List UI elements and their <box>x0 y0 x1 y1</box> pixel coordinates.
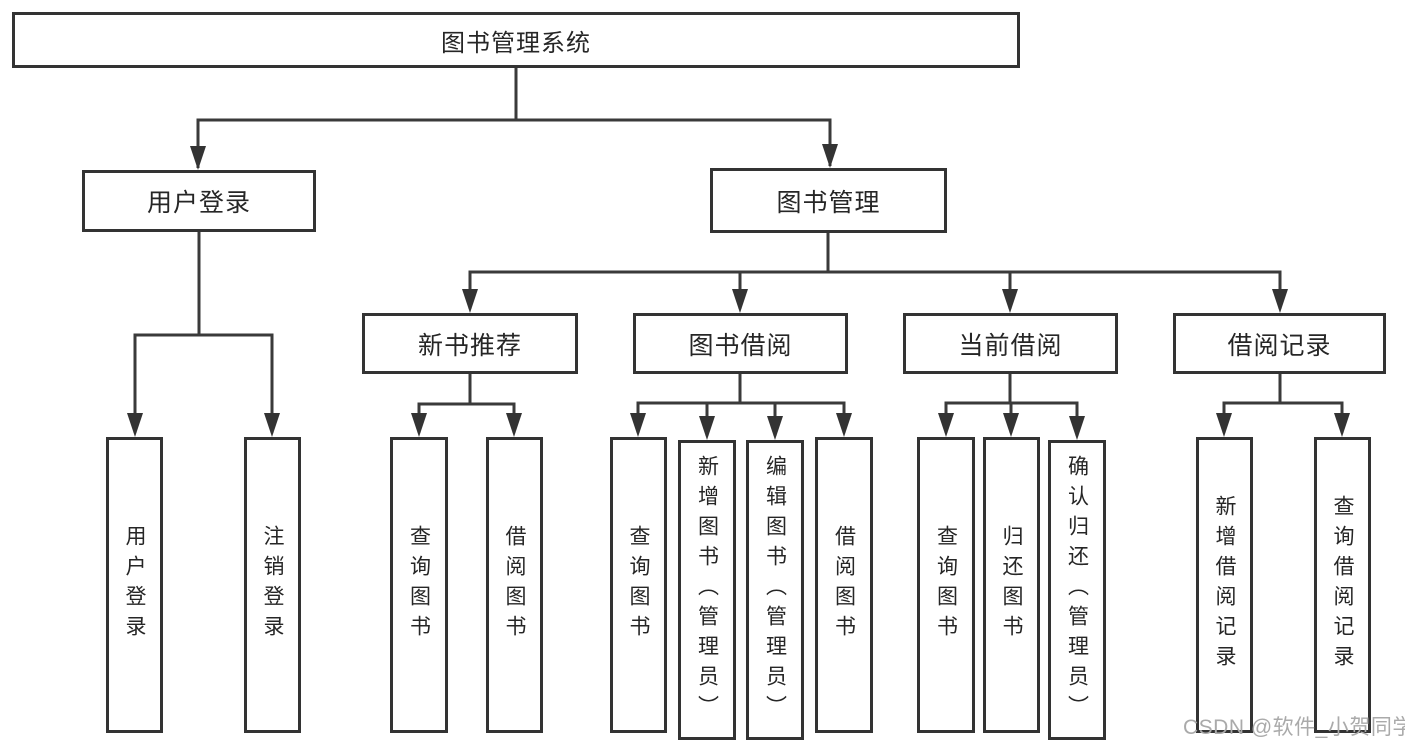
leaf-logout: 注销登录 <box>244 437 301 733</box>
node-book-borrowing: 图书借阅 <box>633 313 848 374</box>
arrow-down-icon <box>190 146 206 170</box>
arrow-down-icon <box>1216 413 1232 437</box>
node-borrowing-records: 借阅记录 <box>1173 313 1386 374</box>
leaf-search-borrow-record: 查询借阅记录 <box>1314 437 1371 733</box>
node-current-borrowing: 当前借阅 <box>903 313 1118 374</box>
leaf-recommend-borrow-books: 借阅图书 <box>486 437 543 733</box>
arrow-down-icon <box>732 289 748 313</box>
leaf-label: 编辑图书（管理员） <box>763 455 787 725</box>
leaf-add-borrow-record: 新增借阅记录 <box>1196 437 1253 733</box>
tree-connector-paths <box>133 66 1344 436</box>
arrow-down-icon <box>938 413 954 437</box>
node-new-book-recommend: 新书推荐 <box>362 313 578 374</box>
leaf-user-login: 用户登录 <box>106 437 163 733</box>
node-label: 图书借阅 <box>688 331 793 360</box>
arrow-down-icon <box>836 413 852 437</box>
arrow-down-icon <box>264 413 280 437</box>
leaf-label: 新增借阅记录 <box>1213 495 1236 675</box>
arrow-down-icon <box>127 413 143 437</box>
arrowhead-icons <box>127 144 1350 440</box>
leaf-confirm-return-admin: 确认归还（管理员） <box>1048 440 1106 740</box>
arrow-down-icon <box>1003 413 1019 437</box>
leaf-label: 归还图书 <box>1000 525 1023 645</box>
arrow-down-icon <box>462 289 478 313</box>
leaf-label: 确认归还（管理员） <box>1065 455 1089 725</box>
node-label: 借阅记录 <box>1227 331 1332 360</box>
leaf-label: 查询借阅记录 <box>1331 495 1354 675</box>
leaf-add-books-admin: 新增图书（管理员） <box>678 440 736 740</box>
arrow-down-icon <box>506 413 522 437</box>
leaf-label: 借阅图书 <box>503 525 526 645</box>
node-label: 当前借阅 <box>958 331 1063 360</box>
arrow-down-icon <box>630 413 646 437</box>
leaf-label: 查询图书 <box>627 525 650 645</box>
arrow-down-icon <box>699 416 715 440</box>
node-label: 图书管理系统 <box>441 29 591 57</box>
arrow-down-icon <box>411 413 427 437</box>
leaf-label: 借阅图书 <box>832 525 856 645</box>
leaf-label: 用户登录 <box>123 525 146 645</box>
leaf-borrow-books: 借阅图书 <box>815 437 873 733</box>
csdn-watermark: CSDN @软件_小贺同学 <box>1183 716 1405 739</box>
node-user-login: 用户登录 <box>82 170 316 232</box>
leaf-label: 新增图书（管理员） <box>695 455 719 725</box>
arrow-down-icon <box>767 416 783 440</box>
arrow-down-icon <box>1272 289 1288 313</box>
arrow-down-icon <box>1334 413 1350 437</box>
node-book-management: 图书管理 <box>710 168 947 233</box>
leaf-return-books: 归还图书 <box>983 437 1040 733</box>
leaf-borrowing-search-books: 查询图书 <box>610 437 667 733</box>
node-label: 图书管理 <box>776 188 881 217</box>
node-library-management-system: 图书管理系统 <box>12 12 1020 68</box>
leaf-label: 查询图书 <box>934 525 958 645</box>
node-label: 新书推荐 <box>417 331 522 360</box>
arrow-down-icon <box>822 144 838 168</box>
leaf-label: 查询图书 <box>407 525 431 645</box>
leaf-edit-books-admin: 编辑图书（管理员） <box>746 440 804 740</box>
node-label: 用户登录 <box>146 189 251 217</box>
arrow-down-icon <box>1002 289 1018 313</box>
leaf-label: 注销登录 <box>261 525 284 645</box>
leaf-recommend-search-books: 查询图书 <box>390 437 448 733</box>
arrow-down-icon <box>1069 416 1085 440</box>
leaf-current-search-books: 查询图书 <box>917 437 975 733</box>
